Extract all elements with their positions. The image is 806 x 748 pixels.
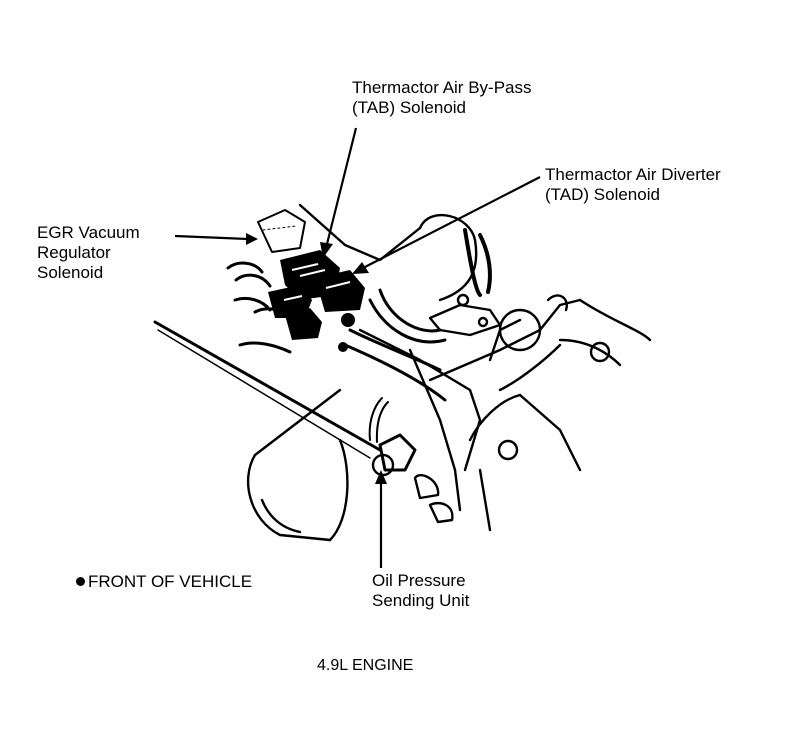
oil-pressure-unit-label: Oil Pressure Sending Unit bbox=[372, 571, 469, 611]
rod-shape bbox=[153, 320, 382, 452]
vacuum-hose-shape bbox=[343, 228, 492, 402]
arrowheads bbox=[246, 233, 387, 484]
diagram-caption: 4.9L ENGINE bbox=[317, 657, 414, 674]
engine-block-shape bbox=[298, 203, 652, 532]
oil-pressure-unit-shape bbox=[368, 397, 454, 524]
ops-arrowhead bbox=[375, 470, 387, 484]
tad-solenoid-label: Thermactor Air Diverter (TAD) Solenoid bbox=[545, 165, 721, 205]
solenoid-blocks-shape bbox=[268, 250, 365, 352]
tab-arrowhead bbox=[320, 242, 333, 258]
egr-arrowhead bbox=[246, 233, 258, 245]
egr-solenoid-label: EGR Vacuum Regulator Solenoid bbox=[37, 223, 140, 283]
front-of-vehicle-legend: FRONT OF VEHICLE bbox=[88, 572, 253, 591]
oil-pressure-unit-label-line2: Sending Unit bbox=[372, 591, 470, 610]
leader-lines bbox=[174, 127, 541, 568]
round-fitting-shape bbox=[497, 294, 611, 461]
oil-pressure-unit-label-line1: Oil Pressure bbox=[372, 571, 466, 590]
oil-filter-shape bbox=[247, 388, 349, 542]
tad-solenoid-label-line2: (TAD) Solenoid bbox=[545, 185, 660, 204]
tad-arrowhead bbox=[352, 262, 369, 274]
tab-solenoid-label: Thermactor Air By-Pass (TAB) Solenoid bbox=[352, 78, 532, 118]
tad-solenoid-label-line1: Thermactor Air Diverter bbox=[545, 165, 721, 184]
tab-solenoid-label-line2: (TAB) Solenoid bbox=[352, 98, 467, 117]
egr-solenoid-label-line1: EGR Vacuum bbox=[37, 223, 140, 242]
tad-leader-line bbox=[362, 176, 541, 269]
egr-solenoid-label-line2: Regulator bbox=[37, 243, 111, 262]
egr-solenoid-label-line3: Solenoid bbox=[37, 263, 104, 282]
tab-leader-line bbox=[325, 127, 358, 245]
egr-leader-line bbox=[174, 234, 249, 241]
tab-solenoid-label-line1: Thermactor Air By-Pass bbox=[352, 78, 532, 97]
front-of-vehicle-bullet-icon bbox=[76, 577, 85, 586]
